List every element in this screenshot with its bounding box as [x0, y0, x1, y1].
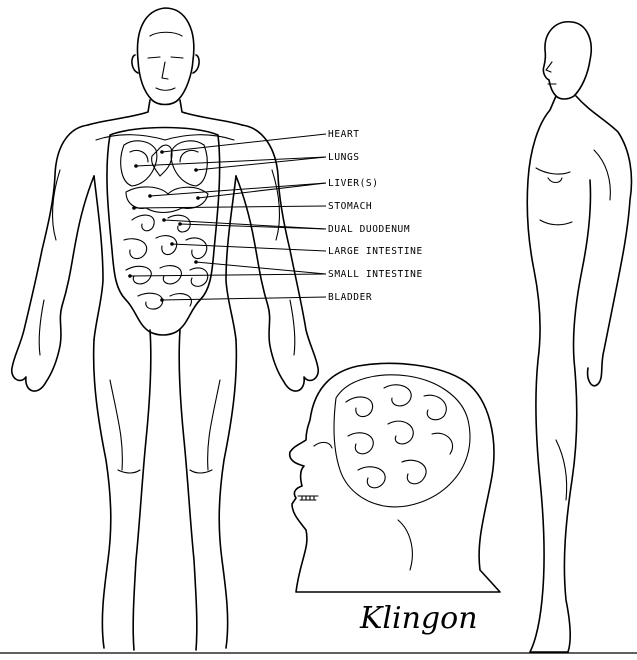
klingon-head-figure: Klingon	[290, 363, 500, 636]
organ-cavity	[107, 128, 220, 336]
label-dual-duodenum: DUAL DUODENUM	[328, 224, 410, 235]
organ-labels: HEART LUNGS LIVER(S) STOMACH DUAL DUODEN…	[328, 129, 423, 303]
label-stomach: STOMACH	[328, 201, 372, 212]
label-heart: HEART	[328, 129, 360, 140]
label-bladder: BLADDER	[328, 292, 372, 303]
leader-lines	[130, 134, 326, 300]
side-figure	[527, 22, 631, 652]
head-caption: Klingon	[359, 601, 478, 636]
label-livers: LIVER(S)	[328, 178, 379, 189]
label-small-intestine: SMALL INTESTINE	[328, 269, 423, 280]
front-figure	[12, 8, 319, 650]
label-lungs: LUNGS	[328, 152, 360, 163]
label-large-intestine: LARGE INTESTINE	[328, 246, 423, 257]
leader-dots	[128, 150, 200, 302]
